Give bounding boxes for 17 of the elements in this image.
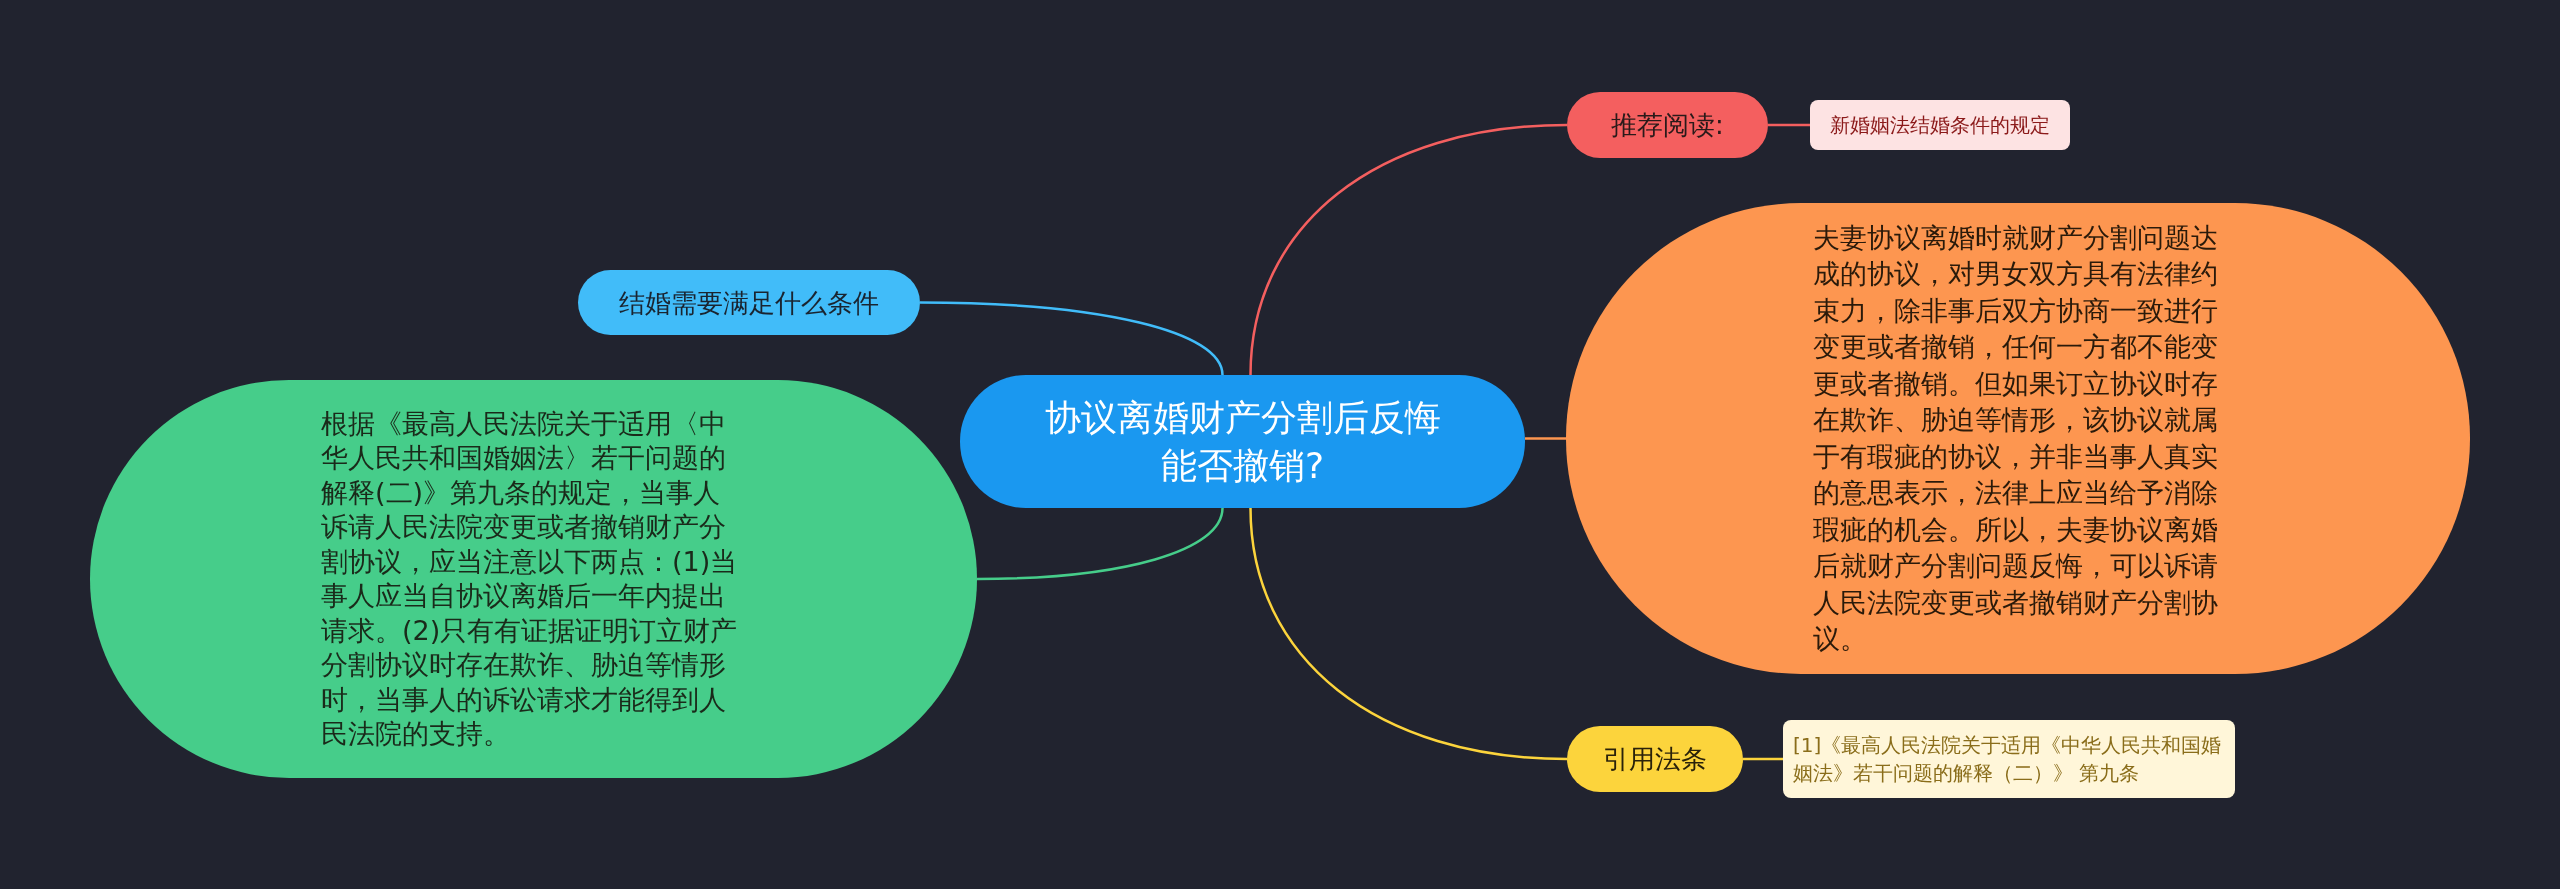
- connector-line: [1743, 757, 1783, 761]
- node-text: 夫妻协议离婚时就财产分割问题达成的协议，对男女双方具有法律约束力，除非事后双方协商一致进行变更或者撤销，任何一方都不能变更或者撤销。但如果订立协议时存在欺诈、胁迫等情形，该协议就属于有瑕疵的协议，并非当事人真实的意思表示，法律上应当给予消除瑕疵的机会。所以，夫妻协议离婚后就财产分割问题反悔，可以诉请人民法院变更或者撤销财产分割协议。: [1813, 220, 2219, 656]
- connector-line: [1249, 123, 1568, 376]
- node-text: 根据《最高人民法院关于适用〈中华人民共和国婚姻法〉若干问题的解释(二)》第九条的规定，当事人诉请人民法院变更或者撤销财产分割协议，应当注意以下两点：(1)当事人应当自协议离婚后一年内提出请求。(2)只有有证据证明订立财产分割协议时存在欺诈、胁迫等情形时，当事人的诉讼请求才能得到人民法院的支持。: [321, 406, 739, 751]
- topic-text: 协议离婚财产分割后反悔能否撤销?: [1043, 395, 1442, 488]
- connector-line: [1768, 123, 1810, 127]
- connector-line: [1249, 507, 1568, 761]
- connector-line: [1525, 437, 1566, 440]
- citation-card: [1783, 720, 2235, 798]
- connector-line: [976, 507, 1224, 581]
- node-text: [1]《最高人民法院关于适用《中华人民共和国婚姻法》若干问题的解释（二）》 第九条: [1793, 732, 2223, 787]
- connector-line: [920, 301, 1224, 376]
- node-text: 结婚需要满足什么条件: [618, 286, 880, 319]
- node-text: 新婚姻法结婚条件的规定: [1829, 112, 2051, 138]
- node-text: 引用法条: [1602, 743, 1708, 775]
- link-card: [1810, 100, 2070, 150]
- node-text: 推荐阅读:: [1610, 109, 1725, 141]
